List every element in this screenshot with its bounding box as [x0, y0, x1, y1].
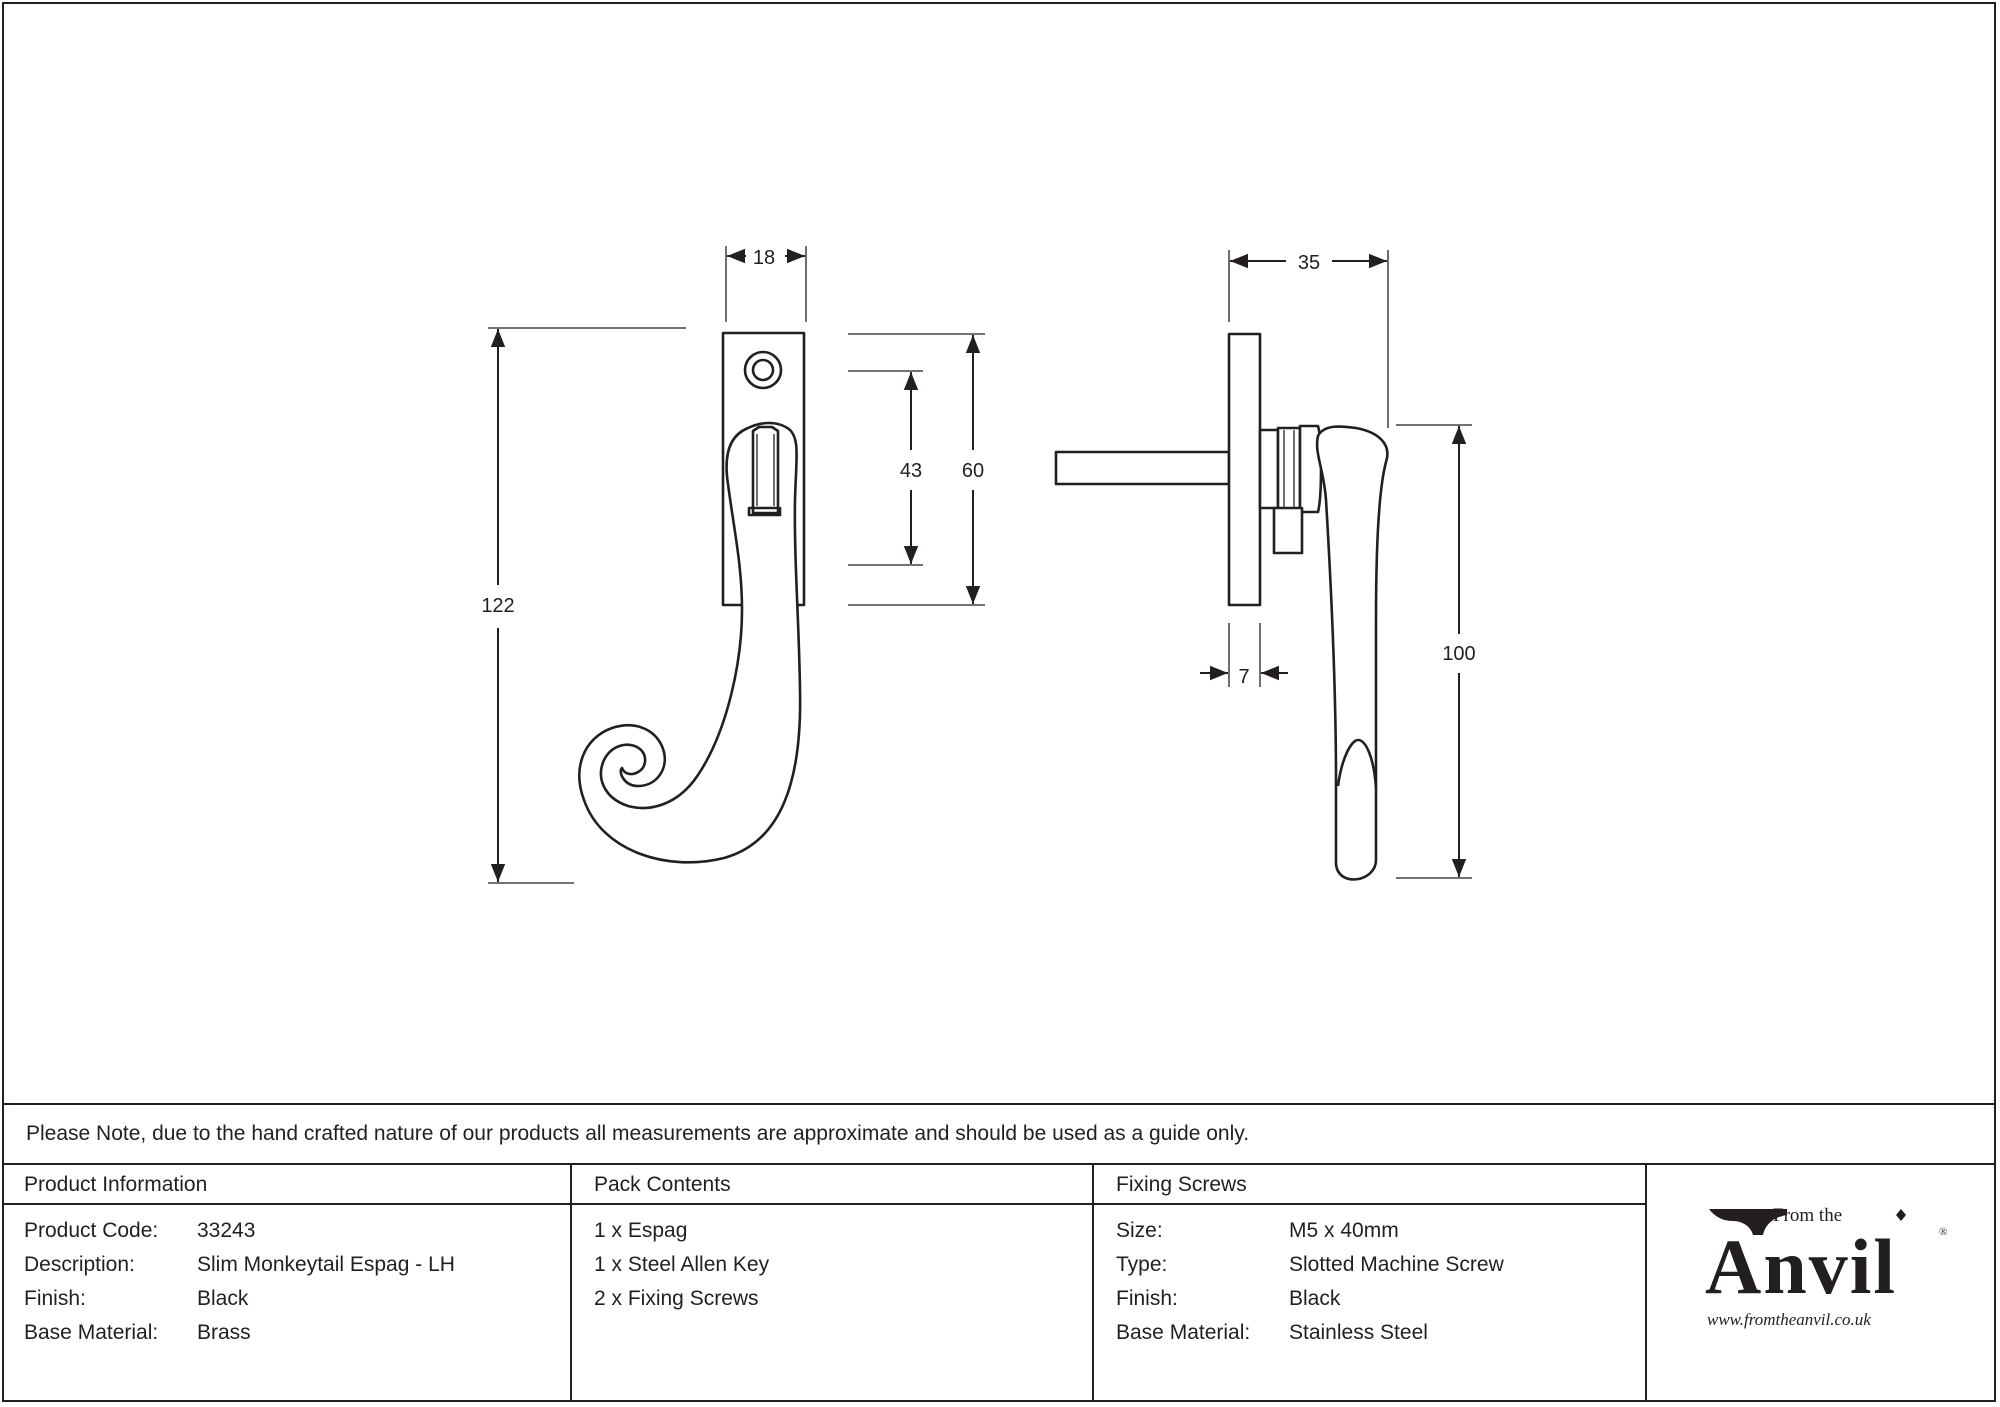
row-value: Brass [197, 1321, 251, 1344]
row-value: Black [197, 1287, 249, 1310]
logo-url: www.fromtheanvil.co.uk [1707, 1310, 1871, 1329]
note-text: Please Note, due to the hand crafted nat… [26, 1122, 1250, 1145]
pack-item-text: 1 x Steel Allen Key [594, 1253, 770, 1276]
row-value: Slim Monkeytail Espag - LH [197, 1253, 455, 1276]
dim-height-label: 122 [481, 595, 514, 617]
handle-groove [1336, 738, 1378, 789]
row-value: Black [1289, 1287, 1341, 1310]
row-value: Stainless Steel [1289, 1321, 1428, 1344]
spindle [751, 425, 780, 515]
screw-hole-inner [751, 358, 775, 382]
espag-rod [1054, 450, 1231, 486]
fixing-screws-panel: Fixing Screws Size: M5 x 40mm Type: Slot… [1094, 1165, 1647, 1402]
anvil-icon [1709, 1209, 1787, 1235]
pack-item-text: 2 x Fixing Screws [594, 1287, 759, 1310]
product-information-header: Product Information [2, 1165, 570, 1205]
pack-item-text: 1 x Espag [594, 1219, 688, 1242]
row-label: Size: [1116, 1219, 1163, 1242]
side-tab [1272, 506, 1304, 555]
title-block: Please Note, due to the hand crafted nat… [2, 1103, 1996, 1404]
row-label: Base Material: [24, 1321, 159, 1344]
fixing-screws-title: Fixing Screws [1116, 1173, 1247, 1196]
side-handle [1315, 425, 1389, 881]
row-value: Slotted Machine Screw [1289, 1253, 1504, 1276]
row-label: Base Material: [1116, 1321, 1251, 1344]
logo-from-the: From the [1773, 1205, 1842, 1226]
product-information-title: Product Information [24, 1173, 208, 1196]
side-plate [1227, 332, 1262, 607]
row-label: Finish: [1116, 1287, 1178, 1310]
collar [1258, 428, 1280, 510]
from-the-anvil-logo: From the Anvil ® www.fromtheanvil.co.uk [1647, 1165, 1996, 1402]
logo-registered: ® [1939, 1226, 1947, 1238]
pack-contents-header: Pack Contents [572, 1165, 1092, 1205]
dim-width-label: 18 [753, 247, 775, 269]
monkeytail-handle [578, 421, 802, 864]
measurement-note: Please Note, due to the hand crafted nat… [2, 1105, 1996, 1165]
fixing-screws-header: Fixing Screws [1094, 1165, 1645, 1205]
dim-projection-label: 35 [1298, 252, 1320, 274]
boss [1276, 426, 1302, 512]
row-value: M5 x 40mm [1289, 1219, 1399, 1242]
row-value: 33243 [197, 1219, 256, 1242]
dim-thickness-label: 7 [1238, 666, 1249, 688]
row-label: Product Code: [24, 1219, 159, 1242]
side-view: 35 7 100 [1054, 250, 1476, 881]
spindle-base [747, 506, 782, 517]
front-view: 18 122 43 60 [481, 246, 985, 884]
row-label: Type: [1116, 1253, 1168, 1276]
dimension-drawing: 18 122 43 60 [481, 246, 1476, 884]
row-label: Finish: [24, 1287, 86, 1310]
dim-spindle-label: 43 [900, 460, 922, 482]
dim-handle-length-label: 100 [1442, 643, 1475, 665]
pack-contents-panel: Pack Contents 1 x Espag 1 x Steel Allen … [572, 1165, 1094, 1402]
pack-contents-title: Pack Contents [594, 1173, 731, 1196]
row-label: Description: [24, 1253, 135, 1276]
product-information-panel: Product Information Product Code: 33243 … [2, 1165, 572, 1402]
dim-plate-label: 60 [962, 460, 984, 482]
logo-brand: Anvil [1705, 1223, 1897, 1310]
